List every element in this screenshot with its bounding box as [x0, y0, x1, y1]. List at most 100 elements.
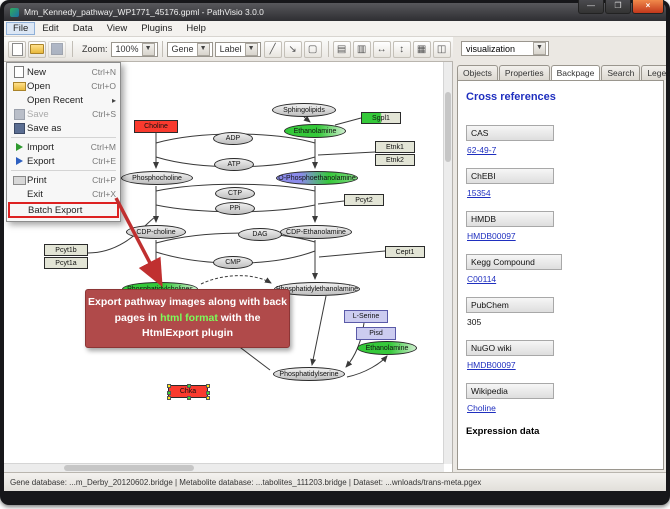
open-file-button[interactable]: [28, 40, 46, 58]
visualization-value: visualization: [466, 43, 516, 54]
pathway-node-dag[interactable]: DAG: [238, 228, 282, 241]
distribute-button[interactable]: ▦: [412, 40, 431, 58]
chevron-down-icon[interactable]: ▼: [533, 42, 546, 55]
pathway-node-ctp[interactable]: CTP: [215, 187, 255, 200]
vertical-scrollbar-thumb[interactable]: [445, 92, 451, 162]
tab-legend[interactable]: Legend: [641, 65, 666, 80]
menubar: File Edit Data View Plugins Help: [4, 21, 666, 37]
file-menu-item-save-as[interactable]: Save as: [7, 121, 120, 135]
pathway-node-adp[interactable]: ADP: [213, 132, 253, 145]
pathway-node-ethanolamine[interactable]: Ethanolamine: [357, 341, 417, 355]
pathway-node-phosphatidylethanolamine[interactable]: Phosphatidylethanolamine: [274, 282, 360, 296]
chevron-down-icon[interactable]: ▼: [196, 42, 210, 56]
new-document-icon: [11, 42, 23, 56]
backpage-heading: Cross references: [466, 91, 556, 103]
pathway-node-choline[interactable]: Choline: [134, 120, 178, 133]
horizontal-scrollbar-thumb[interactable]: [64, 465, 194, 471]
selection-handle[interactable]: [206, 396, 210, 400]
pathway-node-etnk1[interactable]: Etnk1: [375, 141, 415, 153]
chevron-down-icon[interactable]: ▼: [244, 42, 258, 56]
file-menu-item-open-recent[interactable]: Open Recent▸: [7, 93, 120, 107]
pathway-node-chka[interactable]: Chka: [167, 384, 210, 400]
backpage-link[interactable]: C00114: [467, 274, 497, 284]
group-button[interactable]: ◫: [432, 40, 451, 58]
label-tool-button[interactable]: Label ▼: [214, 41, 261, 57]
vertical-scrollbar[interactable]: [443, 62, 452, 464]
selection-handle[interactable]: [167, 390, 171, 395]
zoom-combobox[interactable]: 100% ▼: [110, 41, 158, 57]
titlebar[interactable]: Mm_Kennedy_pathway_WP1771_45176.gpml - P…: [4, 3, 666, 21]
menu-item-shortcut: Ctrl+P: [92, 175, 116, 185]
menu-item-label: Save as: [27, 122, 62, 134]
tab-objects[interactable]: Objects: [457, 65, 498, 80]
pathway-node-cdp-ethanolamine[interactable]: CDP-Ethanolamine: [280, 225, 352, 239]
pathway-node-cmp[interactable]: CMP: [213, 256, 253, 269]
gene-tool-button[interactable]: Gene ▼: [166, 41, 213, 57]
tab-backpage[interactable]: Backpage: [550, 65, 601, 81]
backpage-link[interactable]: Choline: [467, 403, 496, 413]
menu-file[interactable]: File: [6, 22, 36, 35]
menu-data[interactable]: Data: [72, 23, 93, 34]
pathway-node-o-phosphoethanolamine[interactable]: O-Phosphoethanolamine: [276, 171, 358, 185]
horizontal-scrollbar[interactable]: [4, 463, 444, 472]
pathway-node-phosphatidylserine[interactable]: Phosphatidylserine: [273, 367, 345, 381]
export-icon: [11, 157, 27, 165]
pathway-edge: [310, 295, 327, 366]
backpage-link[interactable]: 62-49-7: [467, 145, 497, 155]
align-horizontal-button[interactable]: ↔: [372, 40, 391, 58]
file-menu-item-batch-export[interactable]: Batch Export: [8, 202, 119, 218]
pathway-node-cdp-choline[interactable]: CDP-choline: [126, 225, 186, 239]
menu-edit[interactable]: Edit: [42, 23, 59, 34]
pathway-node-pisd[interactable]: Pisd: [356, 327, 396, 340]
pathway-node-cept1[interactable]: Cept1: [385, 246, 425, 258]
pathway-node-sphingolipids[interactable]: Sphingolipids: [272, 103, 336, 117]
shape-tool-button[interactable]: ▢: [303, 40, 322, 58]
selection-handle[interactable]: [187, 384, 191, 388]
pathway-node-ppi[interactable]: PPi: [215, 202, 255, 215]
chevron-down-icon[interactable]: ▼: [141, 42, 155, 56]
pathway-node-phosphocholine[interactable]: Phosphocholine: [121, 171, 193, 185]
close-button[interactable]: ×: [632, 0, 664, 14]
line-tool-button[interactable]: ╱: [263, 40, 282, 58]
align-vertical-button[interactable]: ↕: [392, 40, 411, 58]
selection-handle[interactable]: [206, 390, 210, 395]
selection-handle[interactable]: [187, 396, 191, 400]
menu-view[interactable]: View: [106, 23, 128, 34]
pathway-node-atp[interactable]: ATP: [214, 158, 254, 171]
menu-item-label: Batch Export: [28, 204, 83, 216]
visualization-combobox[interactable]: visualization ▼: [461, 41, 549, 56]
menu-item-label: Open Recent: [27, 94, 83, 106]
pathway-node-pcyt1a[interactable]: Pcyt1a: [44, 257, 88, 269]
pathway-node-sgpl1[interactable]: Sgpl1: [361, 112, 401, 124]
backpage-link[interactable]: HMDB00097: [467, 231, 516, 241]
save-file-button[interactable]: [48, 40, 66, 58]
tab-search[interactable]: Search: [601, 65, 641, 80]
pathway-node-ethanolamine[interactable]: Ethanolamine: [284, 124, 346, 138]
align-left-button[interactable]: ▤: [332, 40, 351, 58]
align-center-button[interactable]: ▥: [352, 40, 371, 58]
pathway-node-etnk2[interactable]: Etnk2: [375, 154, 415, 166]
maximize-button[interactable]: ❐: [605, 0, 631, 14]
pathway-node-pcyt2[interactable]: Pcyt2: [344, 194, 384, 206]
pathway-node-l-serine[interactable]: L-Serine: [344, 310, 388, 323]
menu-plugins[interactable]: Plugins: [141, 23, 173, 34]
new-file-button[interactable]: [8, 40, 26, 58]
backpage-link[interactable]: 15354: [467, 188, 491, 198]
tab-properties[interactable]: Properties: [498, 65, 550, 80]
annotation-highlight: html format: [160, 311, 218, 324]
backpage-link[interactable]: HMDB00097: [467, 360, 516, 370]
arrow-tool-button[interactable]: ↘: [283, 40, 302, 58]
minimize-button[interactable]: —: [578, 0, 604, 14]
selection-handle[interactable]: [206, 384, 210, 388]
selection-handle[interactable]: [167, 396, 171, 400]
menu-help[interactable]: Help: [186, 23, 206, 34]
pathway-node-pcyt1b[interactable]: Pcyt1b: [44, 244, 88, 256]
selection-handle[interactable]: [167, 384, 171, 388]
